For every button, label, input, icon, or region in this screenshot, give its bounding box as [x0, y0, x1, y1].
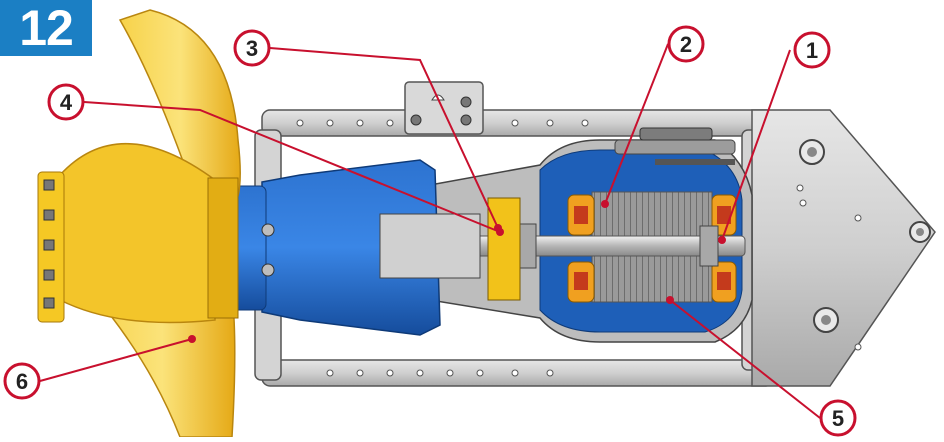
callout-5: 5: [819, 399, 857, 437]
callout-3: 3: [233, 29, 271, 67]
callout-5-label: 5: [832, 406, 844, 431]
callout-6-label: 6: [16, 369, 28, 394]
callout-2-label: 2: [680, 32, 692, 57]
callout-2: 2: [667, 25, 705, 63]
propeller: [37, 9, 241, 438]
callout-1-label: 1: [806, 38, 818, 63]
figure-number-badge: 12: [0, 0, 92, 56]
leader-dots: [188, 200, 726, 343]
mounting-plate: [751, 109, 936, 387]
mechanical-seal: [487, 197, 521, 301]
leader-lines: [39, 43, 821, 419]
gearbox: [231, 159, 481, 336]
callout-4-label: 4: [60, 90, 73, 115]
callout-3-label: 3: [246, 36, 258, 61]
callout-6: 6: [3, 362, 41, 400]
callout-1: 1: [793, 31, 831, 69]
callout-4: 4: [47, 83, 85, 121]
